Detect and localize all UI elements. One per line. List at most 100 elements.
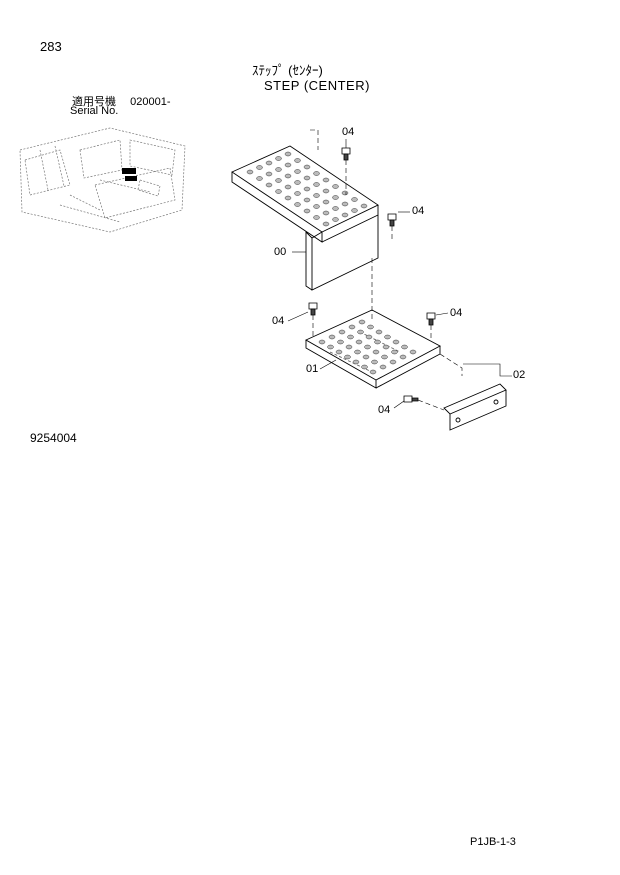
perforation-hole — [313, 171, 320, 176]
perforation-hole — [294, 169, 301, 174]
perforation-hole — [284, 184, 292, 190]
perforation-hole — [303, 197, 311, 203]
perforation-hole — [352, 359, 360, 365]
perforation-hole — [358, 319, 366, 325]
title-japanese: ｽﾃｯﾌﾟ (ｾﾝﾀｰ) — [252, 63, 323, 78]
callout-04-bracket: 04 — [412, 205, 425, 217]
perforation-hole — [401, 344, 408, 350]
bolt-icon — [341, 147, 351, 161]
perforation-hole — [338, 329, 346, 335]
callout-01: 01 — [306, 363, 319, 375]
perforation-hole — [371, 359, 378, 365]
figure-number: 9254004 — [30, 431, 77, 445]
callout-00: 00 — [274, 246, 287, 258]
angle-bracket — [443, 383, 507, 431]
assembly-lines — [310, 129, 463, 411]
perforation-hole — [369, 369, 377, 375]
lower-step-plate — [305, 309, 441, 389]
perforation-hole — [275, 167, 282, 172]
serial-label-jp: 適用号機 — [72, 96, 116, 108]
perforation-hole — [391, 349, 398, 355]
perforation-hole — [365, 334, 373, 340]
perforation-hole — [322, 221, 330, 227]
perforation-hole — [303, 186, 311, 192]
perforation-hole — [389, 359, 397, 365]
perforation-hole — [347, 334, 354, 340]
perforation-hole — [337, 339, 344, 345]
perforation-hole — [256, 176, 263, 181]
perforation-hole — [275, 156, 282, 161]
perforation-hole — [354, 349, 361, 355]
perforation-hole — [327, 344, 334, 350]
perforation-hole — [284, 151, 292, 157]
perforation-hole — [332, 217, 339, 222]
perforation-hole — [381, 354, 388, 360]
sheet-reference: P1JB-1-3 — [470, 836, 516, 848]
perforation-hole — [392, 339, 400, 345]
perforation-hole — [265, 171, 273, 177]
perforation-hole — [322, 210, 330, 216]
bolt-icon — [403, 395, 419, 403]
perforation-hole — [382, 344, 390, 350]
callout-04-upper: 04 — [342, 126, 355, 138]
perforation-hole — [341, 212, 349, 218]
perforation-hole — [313, 182, 320, 187]
perforation-hole — [351, 197, 358, 202]
perforation-hole — [322, 188, 330, 194]
serial-label-en: Serial No. — [70, 105, 119, 117]
perforation-hole — [360, 203, 368, 209]
perforation-hole — [344, 354, 351, 360]
perforation-hole — [275, 178, 282, 183]
callout-02: 02 — [513, 369, 526, 381]
perforation-hole — [313, 215, 320, 220]
perforation-hole — [303, 175, 311, 181]
perforation-hole — [362, 354, 370, 360]
perforation-hole — [367, 324, 374, 330]
perforation-hole — [284, 173, 292, 179]
perforation-hole — [294, 202, 301, 207]
lower-step-holes — [318, 319, 417, 375]
serial-range: 適用号機 020001- — [72, 93, 171, 109]
perforation-hole — [294, 158, 301, 163]
perforation-hole — [332, 184, 339, 189]
step-location-marker — [122, 168, 137, 181]
perforation-hole — [294, 180, 301, 185]
perforation-hole — [275, 189, 282, 194]
perforation-hole — [284, 162, 292, 168]
perforation-hole — [246, 169, 254, 175]
bolt-icon — [426, 312, 436, 326]
upper-step-bracket — [231, 145, 379, 291]
perforation-hole — [322, 177, 330, 183]
perforation-hole — [332, 206, 339, 211]
perforation-hole — [355, 339, 363, 345]
perforation-hole — [357, 329, 364, 335]
perforation-hole — [409, 349, 417, 355]
perforation-hole — [284, 195, 292, 201]
perforation-hole — [364, 344, 371, 350]
perforation-hole — [303, 208, 311, 214]
perforation-hole — [322, 199, 330, 205]
page-number: 283 — [40, 39, 62, 54]
title-english: STEP (CENTER) — [264, 78, 370, 93]
perforation-hole — [375, 329, 383, 335]
perforation-hole — [303, 164, 311, 170]
perforation-hole — [265, 182, 273, 188]
perforation-hole — [374, 339, 381, 345]
perforation-hole — [361, 364, 368, 370]
perforation-hole — [341, 190, 349, 196]
bolt-icon — [308, 302, 318, 316]
perforation-hole — [372, 349, 380, 355]
callout-04-right: 04 — [450, 307, 463, 319]
perforation-hole — [332, 195, 339, 200]
bolt-icon — [387, 213, 397, 227]
leader-lines — [287, 139, 512, 409]
perforation-hole — [351, 208, 358, 213]
perforation-hole — [294, 191, 301, 196]
perforation-hole — [313, 204, 320, 209]
upper-step-holes — [246, 151, 368, 227]
perforation-hole — [265, 160, 273, 166]
perforation-hole — [384, 334, 391, 340]
perforation-hole — [399, 354, 407, 360]
perforation-hole — [379, 364, 387, 370]
